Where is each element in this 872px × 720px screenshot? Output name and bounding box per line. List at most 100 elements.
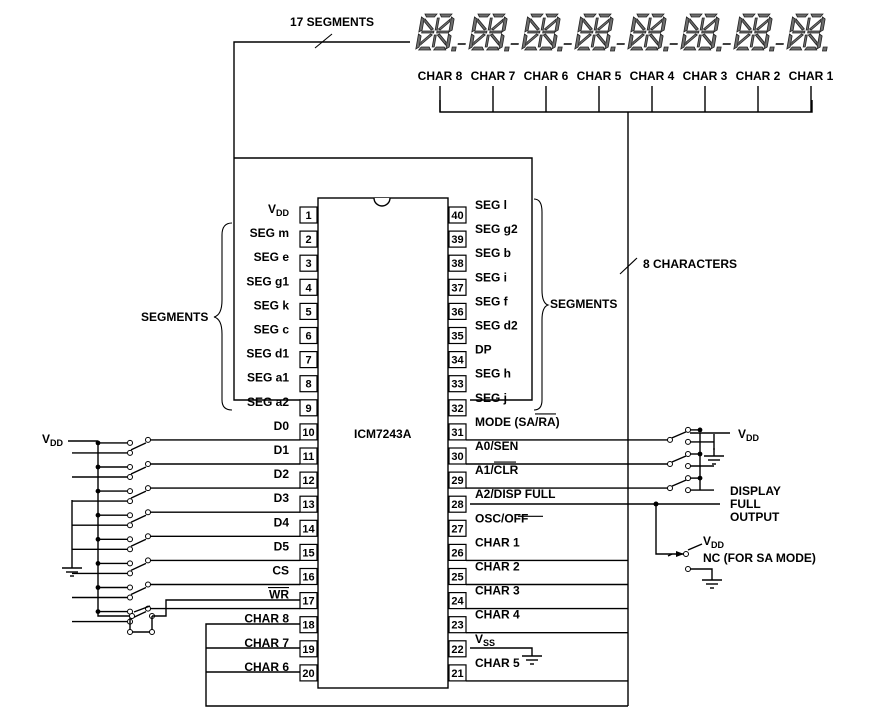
pin-box (448, 375, 467, 393)
display-segment (554, 16, 561, 33)
pin-number: 3 (305, 258, 311, 270)
sixteen-segment-digit (733, 13, 784, 52)
decimal-point (504, 46, 510, 52)
display-segment (424, 18, 435, 31)
display-segment (530, 18, 541, 31)
pin-box (448, 206, 467, 224)
pin-number: 37 (451, 282, 463, 294)
display-segment (786, 33, 793, 50)
pin-number: 39 (451, 234, 463, 246)
char-label: CHAR 6 (524, 69, 569, 83)
pin-label: SEG g2 (475, 222, 518, 236)
pin-box (448, 351, 467, 369)
ground-osc (702, 579, 722, 589)
display-segment (649, 18, 663, 31)
data-switch[interactable] (130, 442, 147, 451)
display-segment (485, 46, 500, 51)
pin-label: OSC/OFF (475, 511, 528, 525)
pin-number: 6 (305, 331, 311, 343)
mode-switch[interactable] (671, 455, 687, 463)
display-segment (648, 30, 662, 34)
label-17-segments: 17 SEGMENTS (290, 15, 374, 29)
mode-switch[interactable] (671, 479, 687, 487)
pin-box (448, 543, 467, 562)
display-segment (630, 16, 637, 33)
char-label: CHAR 8 (418, 69, 463, 83)
pin-number: 32 (451, 403, 463, 415)
display-segment (434, 17, 440, 31)
display-segment (644, 46, 659, 51)
display-segment (636, 13, 650, 18)
display-segment (431, 34, 437, 48)
pin-box (448, 399, 467, 417)
char-label: CHAR 3 (683, 69, 728, 83)
pin-label: SEG b (475, 246, 511, 260)
pin-box (448, 616, 467, 634)
display-full-label-2: FULL (730, 497, 761, 511)
display-segment (631, 33, 645, 46)
pin-label: CHAR 2 (475, 560, 520, 574)
pin-label: CHAR 8 (244, 612, 289, 626)
display-segment (733, 33, 740, 50)
display-segment (580, 30, 594, 34)
data-switch[interactable] (130, 514, 147, 523)
ic-name: ICM7243A (354, 427, 412, 441)
display-segment (749, 34, 755, 48)
display-segment (736, 16, 743, 33)
pin-label: SEG d1 (246, 347, 289, 361)
display-segment (657, 33, 664, 50)
pin-label: SEG a1 (247, 371, 289, 385)
data-switch[interactable] (130, 538, 147, 547)
pin-box (448, 495, 467, 513)
display-segment (591, 46, 606, 51)
mode-switch[interactable] (671, 431, 687, 439)
display-segment (792, 30, 806, 34)
data-switch[interactable] (130, 562, 147, 572)
display-segment (636, 18, 647, 31)
ground-vss (522, 655, 542, 665)
char-label: CHAR 4 (630, 69, 675, 83)
pin-label: CHAR 7 (244, 636, 289, 650)
display-segment (436, 30, 450, 34)
display-segment (739, 30, 753, 34)
display-segment (697, 46, 712, 51)
display-segment (523, 46, 538, 51)
pin-label: D1 (274, 443, 290, 457)
pin-label: D5 (274, 539, 290, 553)
display-segment (527, 30, 541, 34)
display-segment (702, 18, 716, 31)
pin-number: 34 (451, 355, 464, 367)
display-segment (701, 33, 712, 46)
pin-number: 12 (302, 475, 314, 487)
data-switch[interactable] (130, 586, 147, 596)
pin-box (448, 447, 467, 465)
sixteen-segment-digit (627, 13, 678, 52)
display-segment (540, 17, 546, 31)
decimal-point (557, 46, 563, 52)
display-segment (819, 16, 826, 33)
display-segment (682, 46, 697, 51)
pin-label: VDD (268, 202, 290, 218)
decimal-point (451, 46, 457, 52)
pin-label: SEG i (475, 270, 507, 284)
switch-contact (145, 461, 151, 467)
display-segment (680, 33, 687, 50)
display-segment (590, 34, 596, 48)
display-segment (755, 18, 769, 31)
pin-label: SEG a2 (247, 395, 289, 409)
pin-number: 20 (302, 668, 314, 680)
pin-label: SEG g1 (246, 274, 289, 288)
display-segment (501, 16, 508, 33)
data-switch[interactable] (130, 466, 147, 475)
pin-number: 16 (302, 572, 314, 584)
display-segment (816, 33, 823, 50)
display-segment (543, 18, 557, 31)
display-segment (577, 16, 584, 33)
display-segment (487, 17, 493, 31)
display-segment (417, 46, 432, 51)
display-segment (795, 18, 806, 31)
display-segment (713, 16, 720, 33)
data-switch[interactable] (130, 490, 147, 499)
pin-label: SEG h (475, 367, 511, 381)
pin-number: 21 (451, 668, 463, 680)
